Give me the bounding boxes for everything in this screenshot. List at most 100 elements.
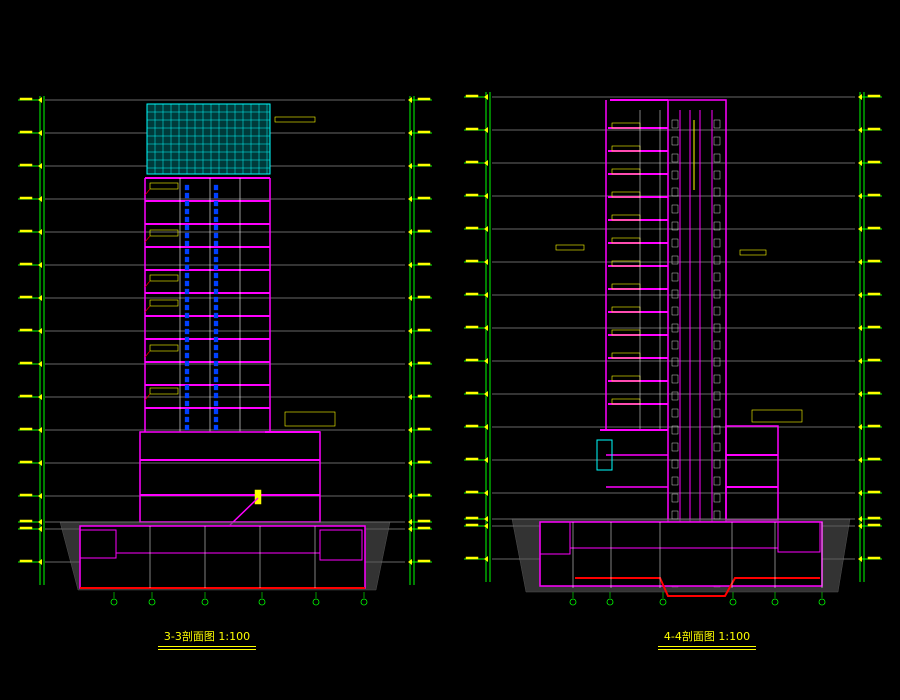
level-marker-icon xyxy=(858,127,862,133)
level-marker-icon xyxy=(858,358,862,364)
core-opening xyxy=(713,374,721,384)
level-marker-icon xyxy=(408,97,412,103)
elevator-window xyxy=(213,208,219,215)
core-opening xyxy=(671,391,679,401)
level-marker-icon xyxy=(38,427,42,433)
basement-room xyxy=(79,529,117,559)
level-marker-icon xyxy=(484,516,488,522)
core-opening xyxy=(713,289,721,299)
level-text-mark xyxy=(465,490,479,494)
core-opening xyxy=(671,408,679,418)
level-text-mark xyxy=(867,490,881,494)
elevator-window xyxy=(184,216,190,223)
level-marker-icon xyxy=(408,427,412,433)
core-opening xyxy=(671,238,679,248)
level-text-mark xyxy=(417,427,431,431)
level-text-mark xyxy=(867,94,881,98)
axis-bubble-icon xyxy=(201,598,209,606)
level-marker-icon xyxy=(408,361,412,367)
level-marker-icon xyxy=(38,163,42,169)
level-marker-icon xyxy=(484,391,488,397)
elevator-window xyxy=(184,368,190,375)
level-text-mark xyxy=(19,163,33,167)
level-marker-icon xyxy=(38,394,42,400)
annotation-tag xyxy=(149,229,179,237)
level-text-mark xyxy=(465,556,479,560)
axis-bubble-icon xyxy=(771,598,779,606)
annotation-tag xyxy=(149,182,179,190)
elevator-window xyxy=(213,400,219,407)
level-text-mark xyxy=(19,229,33,233)
basement-room xyxy=(319,529,363,561)
core-opening xyxy=(671,153,679,163)
level-text-mark xyxy=(867,160,881,164)
level-text-mark xyxy=(465,259,479,263)
level-marker-icon xyxy=(408,460,412,466)
stair-mark xyxy=(254,489,262,505)
elevator-window xyxy=(213,344,219,351)
level-marker-icon xyxy=(484,160,488,166)
axis-bubble-icon xyxy=(312,598,320,606)
level-marker-icon xyxy=(408,493,412,499)
annotation-leader xyxy=(144,305,151,313)
level-marker-icon xyxy=(858,160,862,166)
elevator-window xyxy=(213,280,219,287)
core-opening xyxy=(713,255,721,265)
level-text-mark xyxy=(417,163,431,167)
elevator-window xyxy=(184,424,190,431)
core-opening xyxy=(713,476,721,486)
level-text-mark xyxy=(19,519,33,523)
core-opening xyxy=(671,476,679,486)
level-text-mark xyxy=(417,130,431,134)
core-opening xyxy=(713,425,721,435)
level-marker-icon xyxy=(858,523,862,529)
level-text-mark xyxy=(417,328,431,332)
core-tower xyxy=(667,99,727,586)
level-marker-icon xyxy=(858,292,862,298)
elevator-window xyxy=(213,328,219,335)
core-opening xyxy=(671,255,679,265)
core-opening xyxy=(713,357,721,367)
elevator-window xyxy=(184,352,190,359)
elevator-window xyxy=(184,344,190,351)
elevator-window xyxy=(184,320,190,327)
annotation-tag xyxy=(149,387,179,395)
core-opening xyxy=(671,340,679,350)
elevator-window xyxy=(184,376,190,383)
elevator-window xyxy=(213,232,219,239)
core-opening xyxy=(713,221,721,231)
core-opening xyxy=(671,272,679,282)
level-marker-icon xyxy=(858,424,862,430)
glass-curtain-crown xyxy=(146,103,271,175)
level-text-mark xyxy=(417,196,431,200)
elevator-window xyxy=(184,408,190,415)
level-marker-icon xyxy=(408,262,412,268)
level-text-mark xyxy=(19,361,33,365)
core-opening xyxy=(713,306,721,316)
elevator-window xyxy=(184,384,190,391)
level-text-mark xyxy=(465,516,479,520)
core-opening xyxy=(671,442,679,452)
core-opening xyxy=(713,323,721,333)
annotation-leader xyxy=(144,350,151,358)
core-opening xyxy=(671,119,679,129)
level-marker-icon xyxy=(484,94,488,100)
level-marker-icon xyxy=(38,519,42,525)
elevator-window xyxy=(213,360,219,367)
elevator-window xyxy=(184,280,190,287)
core-opening xyxy=(671,493,679,503)
level-marker-icon xyxy=(38,460,42,466)
level-text-mark xyxy=(465,226,479,230)
core-opening xyxy=(671,187,679,197)
annotation-tag xyxy=(555,244,585,251)
podium-outline xyxy=(139,431,321,523)
level-text-mark xyxy=(417,559,431,563)
elevator-window xyxy=(184,416,190,423)
elevator-window xyxy=(184,304,190,311)
axis-bubble-icon xyxy=(659,598,667,606)
axis-bubble-icon xyxy=(258,598,266,606)
elevator-window xyxy=(213,200,219,207)
axis-bubble-icon xyxy=(818,598,826,606)
level-marker-icon xyxy=(38,328,42,334)
core-opening xyxy=(713,187,721,197)
